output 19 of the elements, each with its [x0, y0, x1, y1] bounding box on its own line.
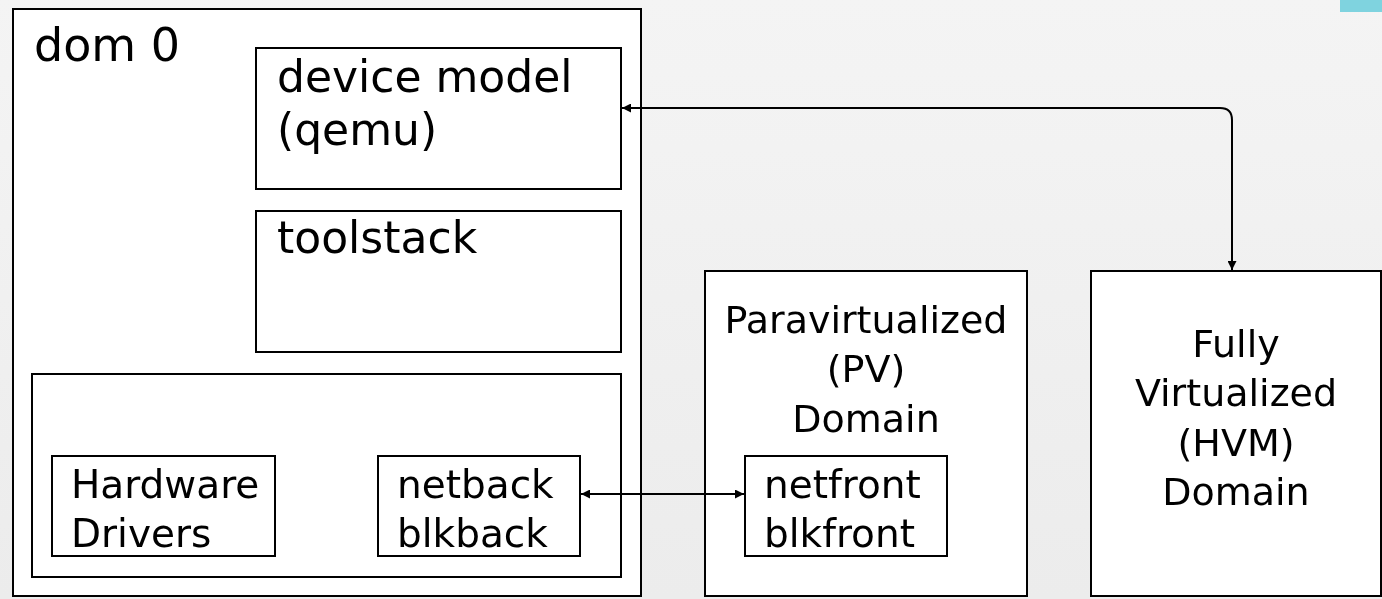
node-label: toolstack	[277, 212, 478, 265]
component-box	[255, 210, 622, 353]
node-label: netback blkback	[397, 461, 555, 558]
node-label: device model (qemu)	[277, 51, 574, 157]
backend-box	[377, 455, 581, 557]
node-label: Fully Virtualized (HVM) Domain	[1134, 321, 1338, 517]
driver-group-box	[31, 373, 622, 578]
domain-box	[12, 8, 642, 597]
component-box	[255, 47, 622, 190]
domain-box	[1090, 270, 1382, 597]
node-label: dom 0	[34, 22, 181, 68]
arrow	[621, 103, 1237, 271]
driver-box	[51, 455, 276, 557]
domain-box	[704, 270, 1028, 597]
arrow	[580, 489, 745, 499]
frontend-box	[744, 455, 948, 557]
node-label: netfront blkfront	[764, 461, 922, 558]
node-label: Paravirtualized (PV) Domain	[724, 297, 1008, 443]
node-label: Hardware Drivers	[71, 461, 261, 558]
